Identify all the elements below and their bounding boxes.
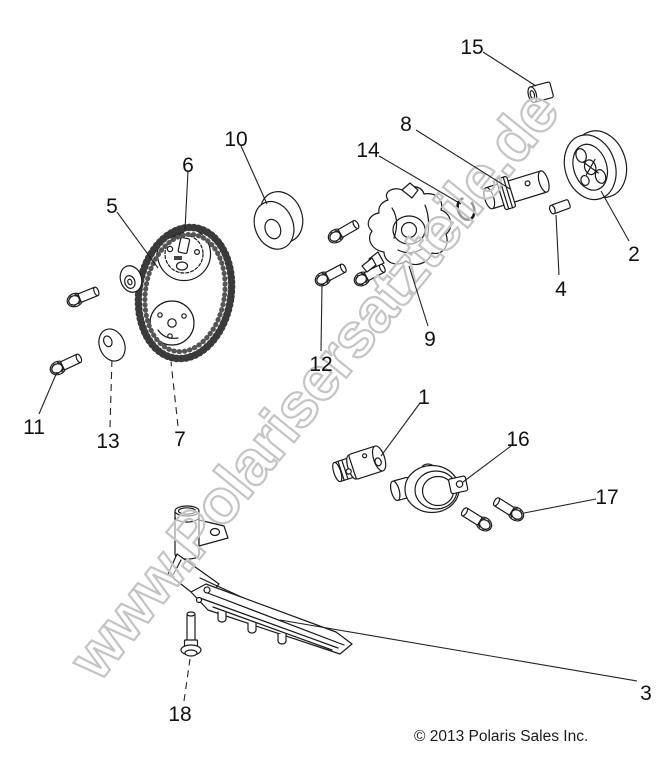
callout-7-label: 7 bbox=[174, 428, 186, 451]
leader-2 bbox=[600, 190, 630, 242]
callout-14-label: 14 bbox=[356, 139, 380, 162]
callout-9-label: 9 bbox=[424, 328, 436, 351]
callout-15-label: 15 bbox=[460, 36, 483, 59]
part-2-rotor bbox=[563, 130, 628, 201]
leader-7 bbox=[170, 361, 179, 427]
part-4-pin bbox=[548, 199, 571, 215]
leader-14 bbox=[378, 155, 462, 205]
callout-2-label: 2 bbox=[628, 243, 640, 266]
leader-18 bbox=[183, 658, 191, 702]
leader-17 bbox=[523, 498, 597, 514]
leader-3 bbox=[279, 619, 638, 682]
part-18-flange-bolt bbox=[180, 611, 202, 657]
callout-12-label: 12 bbox=[309, 353, 332, 376]
callout-10-label: 10 bbox=[224, 128, 247, 151]
watermark-text: www.Polarisersatzteile.de bbox=[56, 78, 572, 693]
leader-4 bbox=[555, 214, 560, 276]
callout-6-label: 6 bbox=[182, 154, 194, 177]
leader-16 bbox=[462, 445, 512, 483]
callout-18-label: 18 bbox=[168, 703, 191, 726]
leader-lines bbox=[38, 51, 638, 702]
part-16-thermostat bbox=[389, 463, 469, 514]
leader-9 bbox=[408, 265, 429, 327]
callout-8-label: 8 bbox=[400, 113, 412, 136]
part-15-bushing bbox=[527, 81, 554, 103]
part-11-flange-bolt bbox=[47, 350, 85, 378]
callout-16-label: 16 bbox=[506, 428, 529, 451]
leader-15 bbox=[482, 51, 537, 87]
callout-17-label: 17 bbox=[595, 486, 618, 509]
leader-5 bbox=[116, 211, 159, 269]
leader-13 bbox=[109, 357, 113, 428]
part-1-relief-valve bbox=[332, 445, 387, 483]
part-8-pump-shaft bbox=[483, 170, 550, 211]
callout-5-label: 5 bbox=[106, 195, 118, 218]
callout-13-label: 13 bbox=[96, 430, 119, 453]
leader-12 bbox=[320, 283, 323, 352]
part-9-oil-pump-body bbox=[361, 182, 452, 273]
part-17-bolts bbox=[458, 494, 527, 535]
leader-10 bbox=[240, 145, 268, 205]
part-7-lower-sprocket bbox=[149, 300, 195, 346]
part-10-spacer-washer bbox=[253, 191, 304, 250]
flange-bolt-upper-left bbox=[64, 283, 102, 310]
callout-3-label: 3 bbox=[640, 682, 652, 705]
callout-1-label: 1 bbox=[418, 386, 430, 409]
leader-1 bbox=[380, 402, 421, 457]
callout-4-label: 4 bbox=[555, 278, 567, 301]
part-13-washer bbox=[98, 328, 126, 362]
callout-11-label: 11 bbox=[23, 416, 45, 439]
copyright-text: © 2013 Polaris Sales Inc. bbox=[414, 728, 588, 745]
part-3-oil-pickup bbox=[167, 505, 353, 655]
leader-6 bbox=[184, 170, 189, 231]
part-14-retaining-ring bbox=[456, 197, 476, 221]
callout-labels: 1 2 3 4 5 6 7 8 9 10 11 12 13 14 15 16 1… bbox=[23, 36, 652, 726]
washer-small bbox=[119, 265, 143, 293]
leader-11 bbox=[38, 371, 58, 415]
leader-8 bbox=[415, 129, 511, 190]
